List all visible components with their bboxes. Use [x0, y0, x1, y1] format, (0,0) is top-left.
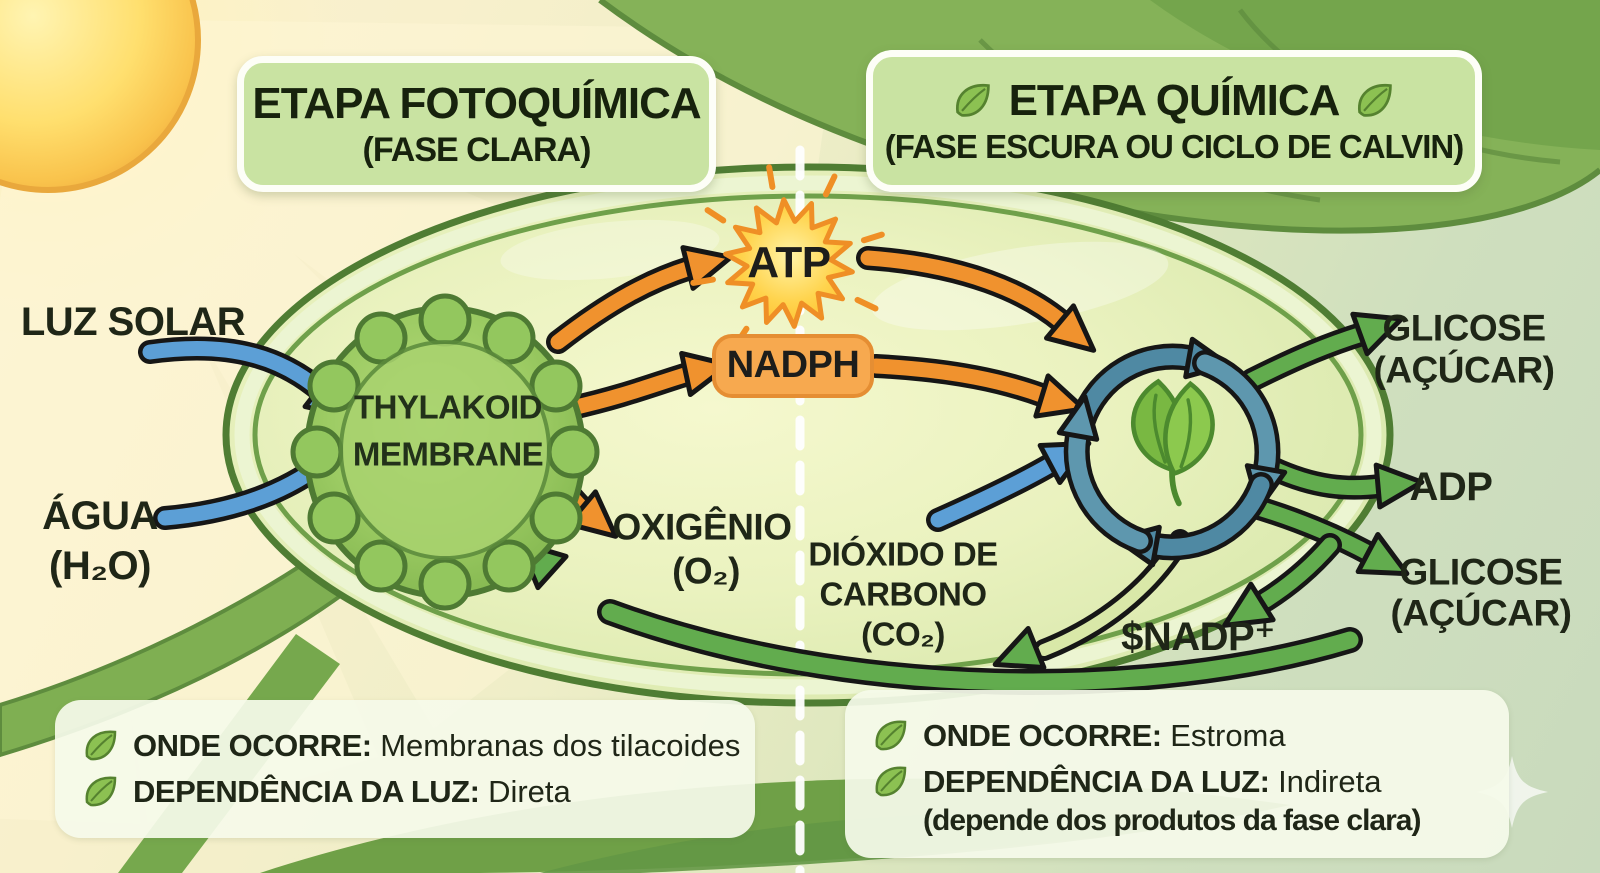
info-box-chemical: ONDE OCORRE: Estroma DEPENDÊNCIA DA LUZ:…: [845, 690, 1509, 858]
calvin-cycle: [1056, 336, 1288, 568]
co2-label-line2: CARBONO: [819, 575, 988, 613]
info-box-photochemical: ONDE OCORRE: Membranas dos tilacoides DE…: [55, 700, 755, 838]
header-chemical-subtitle: (FASE ESCURA OU CICLO DE CALVIN): [884, 128, 1465, 165]
sparkle-icon: [1476, 756, 1548, 828]
co2-label-line1: DIÓXIDO DE: [808, 535, 998, 573]
adp-label: ADP: [1409, 465, 1493, 509]
header-chemical-title-row: ETAPA QUÍMICA: [951, 76, 1398, 126]
water-formula: (H₂O): [49, 544, 151, 588]
leaf-icon: [85, 776, 117, 807]
header-chemical-title: ETAPA QUÍMICA: [1008, 76, 1341, 125]
thylakoid-bumps: [290, 293, 600, 611]
oxygen-formula: (O₂): [672, 550, 740, 592]
where-label: ONDE OCORRE:: [133, 728, 372, 763]
info-row-light-left: DEPENDÊNCIA DA LUZ: Direta: [81, 772, 729, 812]
atp-label: ATP: [747, 237, 831, 287]
leaf-icon: [875, 720, 907, 751]
light-dependency-note: (depende dos produtos da fase clara): [923, 804, 1421, 837]
glucose-top-line1: GLICOSE: [1382, 307, 1546, 349]
light-label: DEPENDÊNCIA DA LUZ:: [923, 764, 1270, 799]
where-value: Membranas dos tilacoides: [380, 728, 741, 763]
thylakoid-label-line2: MEMBRANE: [352, 435, 544, 473]
leaf-icon: [875, 766, 907, 797]
oxygen-label: OXIGÊNIO: [612, 506, 792, 548]
light-value: Direta: [488, 774, 571, 809]
cycle-leaf-icon: [1131, 378, 1215, 507]
leaf-icon: [1358, 84, 1393, 117]
thylakoid-membrane: [290, 293, 600, 611]
info-row-light-right: DEPENDÊNCIA DA LUZ: Indireta: [871, 762, 1483, 802]
water-label: ÁGUA: [42, 494, 158, 538]
sunlight-label: LUZ SOLAR: [20, 300, 246, 344]
info-row-where-right: ONDE OCORRE: Estroma: [871, 716, 1483, 756]
header-photochemical-title: ETAPA FOTOQUÍMICA: [252, 78, 701, 128]
light-label: DEPENDÊNCIA DA LUZ:: [133, 774, 480, 809]
nadph-pill: [712, 334, 874, 398]
cycle-to-glucose-top-arrow: [1240, 311, 1404, 392]
sun-disc: [0, 0, 201, 193]
nadph-label: NADPH: [726, 344, 860, 387]
leaf-icon: [85, 730, 117, 761]
where-value: Estroma: [1170, 718, 1286, 753]
nadph-to-cycle-arrow: [864, 354, 1087, 419]
light-value: Indireta: [1278, 764, 1382, 799]
nadp-label: $NADP⁺: [1121, 615, 1275, 659]
header-photochemical: ETAPA FOTOQUÍMICA (FASE CLARA): [237, 56, 716, 192]
glucose-bottom-line1: GLICOSE: [1399, 551, 1563, 593]
thylakoid-label-line1: THYLAKOID: [354, 388, 543, 426]
header-photochemical-subtitle: (FASE CLARA): [362, 130, 592, 169]
where-label: ONDE OCORRE:: [923, 718, 1162, 753]
header-chemical: ETAPA QUÍMICA (FASE ESCURA OU CICLO DE C…: [866, 50, 1482, 192]
leaf-icon: [955, 84, 990, 117]
thylakoid-to-atp-arrow: [546, 245, 734, 354]
atp-to-cycle-arrow: [856, 246, 1097, 353]
info-row-where-left: ONDE OCORRE: Membranas dos tilacoides: [81, 726, 740, 766]
glucose-top-line2: (AÇÚCAR): [1373, 349, 1555, 391]
atp-starburst: [690, 164, 885, 359]
co2-formula: (CO₂): [861, 615, 945, 653]
cycle-to-glucose-bottom-arrow: [1240, 494, 1410, 577]
glucose-bottom-line2: (AÇÚCAR): [1390, 592, 1572, 634]
cycle-to-nadp-arrow: [1222, 533, 1342, 628]
